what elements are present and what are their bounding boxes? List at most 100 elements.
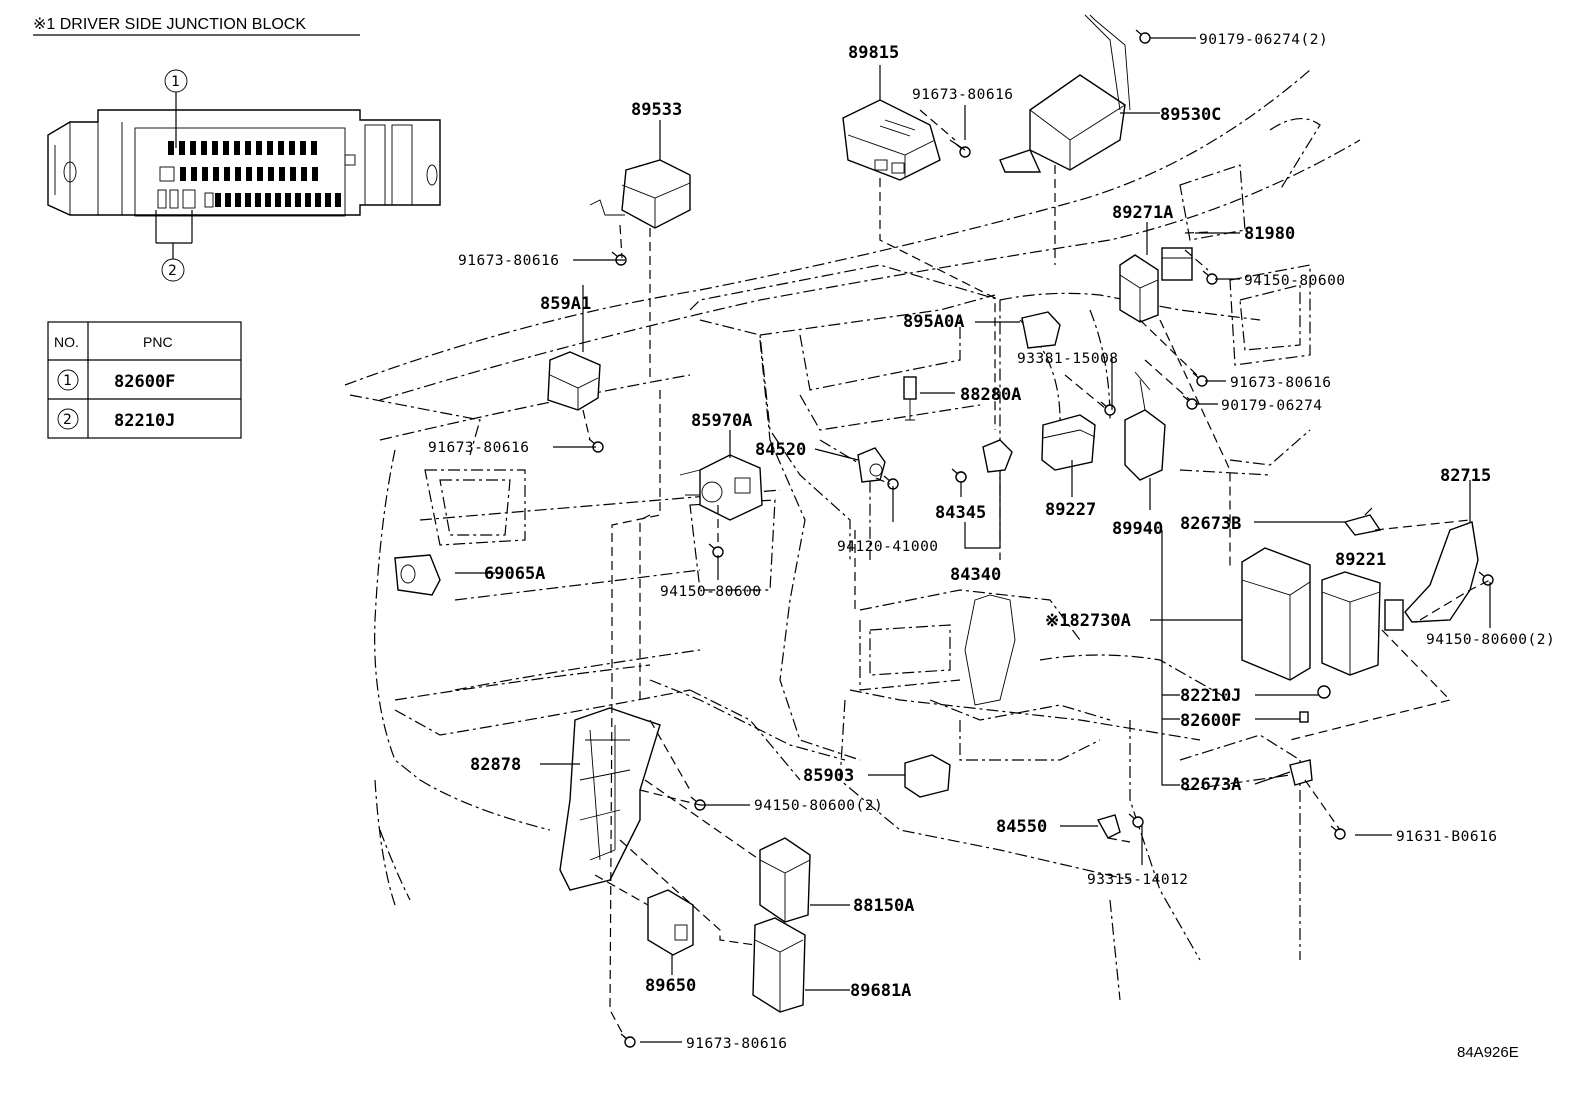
part-88280A-drawing [903, 376, 917, 421]
label-89227: 89227 [1045, 500, 1096, 520]
part-895A0A-drawing [1021, 311, 1061, 349]
fuse-slot [235, 193, 241, 207]
label-85970A: 85970A [691, 411, 752, 431]
fuse-slot [223, 141, 229, 155]
part-84550-drawing [1096, 814, 1121, 839]
label-89530C: 89530C [1160, 105, 1221, 125]
fuse-slot [289, 141, 295, 155]
fuse-slot [245, 193, 251, 207]
fuse-slot [325, 193, 331, 207]
fuse-slot [215, 193, 221, 207]
fuse-slot [305, 193, 311, 207]
label-82210J: 82210J [1180, 686, 1241, 706]
bolt-shank [1135, 29, 1143, 36]
fuse-slot [225, 193, 231, 207]
bolt-shank [1202, 270, 1210, 277]
leader-lines [455, 37, 1491, 1043]
part-85970A-drawing [679, 454, 763, 521]
bolt-shank [1128, 813, 1136, 820]
fuse-slot [201, 141, 207, 155]
bolt-shank [1192, 372, 1200, 379]
label-89271A: 89271A [1112, 203, 1173, 223]
label-82715: 82715 [1440, 466, 1491, 486]
fuse-slot [290, 167, 296, 181]
label-84550: 84550 [996, 817, 1047, 837]
label-85903: 85903 [803, 766, 854, 786]
label-93381-15008: 93381-15008 [1017, 351, 1119, 367]
label-89681A: 89681A [850, 981, 911, 1001]
label-88280A: 88280A [960, 385, 1021, 405]
label-895A0A: 895A0A [903, 312, 964, 332]
pnc-row-1-no: 1 [63, 373, 72, 389]
fuse-slot [212, 141, 218, 155]
label-89650: 89650 [645, 976, 696, 996]
part-85903-drawing [904, 754, 951, 798]
label-89221: 89221 [1335, 550, 1386, 570]
label-89533: 89533 [631, 100, 682, 120]
label-81980: 81980 [1244, 224, 1295, 244]
pnc-row-1-pnc: 82600F [114, 372, 175, 392]
pnc-table-col-pnc: PNC [143, 334, 173, 350]
fuse-slot [279, 167, 285, 181]
fuse-slot [235, 167, 241, 181]
part-89221-drawing [1321, 571, 1381, 676]
part-82715-drawing [1384, 521, 1479, 631]
fuse-slots [157, 141, 341, 209]
fuse-slot [213, 167, 219, 181]
junction-block-title: ※1 DRIVER SIDE JUNCTION BLOCK [33, 16, 306, 33]
fuse-slot [267, 141, 273, 155]
part-82673-clips [1289, 514, 1382, 786]
junction-block-inset: ※1 DRIVER SIDE JUNCTION BLOCK 1 2 [33, 16, 441, 282]
bolt-shank [611, 251, 619, 258]
relay-slot [204, 192, 214, 208]
fuse-slot [245, 141, 251, 155]
bolt-icon [624, 1036, 636, 1048]
label-91673-80616-mid: 91673-80616 [428, 440, 530, 456]
bolt-shank [708, 543, 716, 550]
bolt-shank [620, 1033, 628, 1040]
bolt-shank [1478, 571, 1486, 578]
bolt-shank [883, 475, 891, 482]
parts [394, 14, 1479, 1013]
label-69065A: 69065A [484, 564, 545, 584]
bolt-shank [690, 796, 698, 803]
fuse-slot [257, 167, 263, 181]
part-859A1-drawing [547, 351, 601, 411]
part-82730A-drawing [1241, 547, 1311, 681]
fuse-slot [168, 141, 174, 155]
part-89940-drawing [1124, 371, 1166, 481]
bolt-shank [1100, 401, 1108, 408]
relay-slot [182, 189, 196, 209]
fuse-slot [301, 167, 307, 181]
part-89271A-drawing [1119, 254, 1159, 323]
fuse-slot [202, 167, 208, 181]
part-69065A-drawing [394, 554, 441, 596]
label-859A1: 859A1 [540, 294, 591, 314]
part-89533-drawing [589, 159, 691, 229]
bolt-shank [1182, 395, 1190, 402]
fasteners [588, 29, 1494, 1048]
part-89530C-drawing [999, 14, 1131, 173]
bolt-icon [959, 146, 971, 158]
fuse-slot [335, 193, 341, 207]
callout-2: 2 [168, 263, 177, 279]
fuse-slot [224, 167, 230, 181]
fuse-slot [265, 193, 271, 207]
pnc-table-col-no: NO. [54, 334, 79, 350]
fuse-slot [295, 193, 301, 207]
fuse-slot [285, 193, 291, 207]
label-90179-06274-2: 90179-06274(2) [1199, 32, 1328, 48]
label-91673-80616-bottom: 91673-80616 [686, 1036, 788, 1052]
bolt-shank [951, 468, 959, 475]
label-93315-14012: 93315-14012 [1087, 872, 1189, 888]
figure-id: 84A926E [1457, 1044, 1519, 1061]
part-82878-drawing [559, 707, 661, 891]
label-91673-80616-top: 91673-80616 [912, 87, 1014, 103]
label-84345: 84345 [935, 503, 986, 523]
label-82730A: ※182730A [1045, 611, 1131, 631]
fuse-slot [256, 141, 262, 155]
pnc-table: NO. PNC 1 82600F 2 82210J [47, 321, 242, 439]
label-82673A: 82673A [1180, 775, 1241, 795]
